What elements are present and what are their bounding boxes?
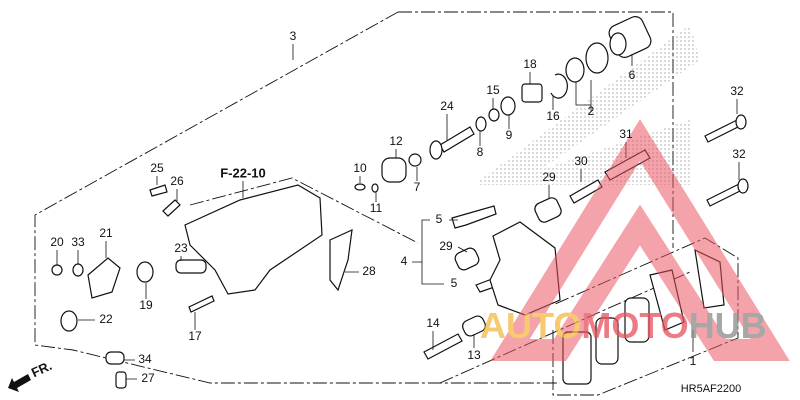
callout-22[interactable]: 22 [99,312,113,326]
callout-27[interactable]: 27 [141,371,155,385]
leader-lines [56,44,740,380]
bolt-part-32b [706,183,743,207]
spring-part-5a [451,205,497,229]
lever-part-21 [87,257,121,299]
washer-part-15 [488,108,500,122]
callout-30[interactable]: 30 [574,154,588,168]
callout-3[interactable]: 3 [290,29,297,43]
nut-part-20 [51,264,63,276]
callout-7[interactable]: 7 [414,180,421,194]
watermark: AUTOMOTOHUB [480,119,790,361]
bolt-part-25 [149,184,168,197]
callout-16[interactable]: 16 [546,109,560,123]
callout-26[interactable]: 26 [170,174,184,188]
callout-25[interactable]: 25 [150,161,164,175]
callout-15[interactable]: 15 [486,83,500,97]
callout-6[interactable]: 6 [629,68,636,82]
callout-29[interactable]: 29 [542,170,556,184]
callout-11[interactable]: 11 [370,201,383,215]
callout-2[interactable]: 2 [588,104,595,118]
bolt-part-17 [188,295,215,313]
cam-part-12 [381,157,407,183]
seal-part-19 [136,261,154,283]
callout-23[interactable]: 23 [174,241,188,255]
callout-31[interactable]: 31 [619,127,633,141]
reference-label[interactable]: F-22-10 [220,165,266,180]
boot-part-13 [462,315,486,337]
group-border-main [34,11,691,384]
diagram-code: HR5AF2200 [681,383,742,395]
cap-part-27 [115,371,127,389]
callout-8[interactable]: 8 [477,145,484,159]
watermark-triangle [490,119,790,361]
piston-part-6 [608,16,652,58]
brake-pads-part-1 [562,248,725,385]
front-label: FR. [29,358,54,380]
callout-13[interactable]: 13 [467,348,481,362]
callout-21[interactable]: 21 [99,226,113,240]
callout-5[interactable]: 5 [451,276,458,290]
callout-4[interactable]: 4 [401,254,408,268]
clip-part-26 [162,199,181,217]
front-arrow-icon [8,374,31,392]
boot-part-29a [534,197,562,223]
callout-18[interactable]: 18 [523,57,537,71]
callout-20[interactable]: 20 [50,235,64,249]
callout-24[interactable]: 24 [440,99,454,113]
callout-28[interactable]: 28 [362,264,376,278]
washer-part-33 [72,263,84,277]
group-border-caliper [189,177,419,244]
callout-1[interactable]: 1 [690,354,697,368]
bolt-part-32a [704,119,741,143]
bearing-part-8 [475,116,487,132]
callout-33[interactable]: 33 [71,235,85,249]
adjuster-part-18 [521,83,543,103]
washer-part-11 [371,183,379,193]
callout-14[interactable]: 14 [426,316,440,330]
retainer-part-28 [329,229,353,292]
pin-part-14 [423,333,463,360]
watermark-text: AUTOMOTOHUB [480,305,767,346]
callout-32[interactable]: 32 [730,84,744,98]
spindle-part-24 [429,126,475,160]
seal-part-2 [565,42,609,83]
circlip-part-16 [550,73,568,99]
boot-part-29b [454,247,480,271]
bolt-head-32a [735,114,747,130]
callout-32[interactable]: 32 [732,147,746,161]
callout-9[interactable]: 9 [506,128,513,142]
spring-part-22 [60,310,78,332]
caliper-body [184,184,323,295]
oring-part-10 [354,183,366,191]
nut-part-7 [408,153,422,167]
spring-part-9 [500,96,516,116]
cap-part-34 [105,351,125,365]
callout-12[interactable]: 12 [389,134,403,148]
callout-29[interactable]: 29 [439,239,453,253]
callout-17[interactable]: 17 [188,329,202,343]
callout-10[interactable]: 10 [353,161,367,175]
callout-19[interactable]: 19 [139,298,153,312]
bleeder-part-23 [175,259,207,274]
bolt-head-32b [737,178,749,194]
callout-5[interactable]: 5 [436,212,443,226]
callout-34[interactable]: 34 [138,352,152,366]
